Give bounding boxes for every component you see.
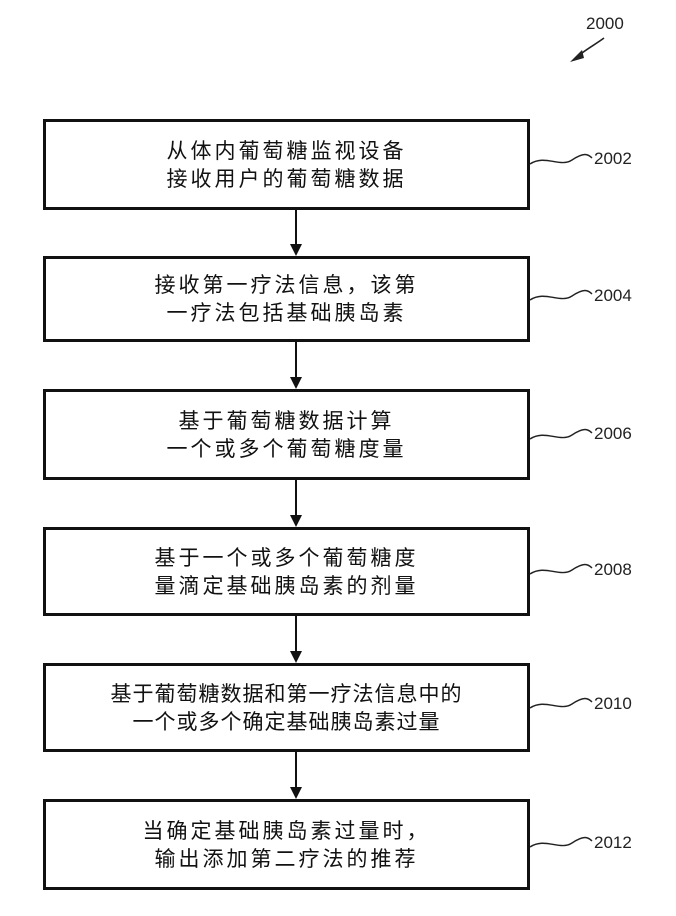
step-ref-2010: 2010 — [594, 694, 632, 714]
leader-line-2010 — [530, 699, 592, 709]
figure-ref-leader — [578, 38, 604, 56]
step-text: 接收第一疗法信息，该第 一疗法包括基础胰岛素 — [155, 271, 419, 327]
flow-arrow-1 — [290, 210, 302, 256]
step-box-2012: 当确定基础胰岛素过量时， 输出添加第二疗法的推荐 — [43, 799, 530, 890]
leader-line-2008 — [530, 565, 592, 575]
step-ref-2002: 2002 — [594, 149, 632, 169]
step-text: 基于葡萄糖数据和第一疗法信息中的 一个或多个确定基础胰岛素过量 — [111, 680, 463, 736]
step-ref-2012: 2012 — [594, 833, 632, 853]
leader-line-2002 — [530, 155, 592, 165]
step-ref-2004: 2004 — [594, 286, 632, 306]
leader-line-2012 — [530, 838, 592, 848]
leader-line-2004 — [530, 291, 592, 301]
step-box-2004: 接收第一疗法信息，该第 一疗法包括基础胰岛素 — [43, 256, 530, 342]
flow-arrow-5 — [290, 752, 302, 799]
flow-arrow-2 — [290, 342, 302, 389]
step-text: 基于一个或多个葡萄糖度 量滴定基础胰岛素的剂量 — [155, 544, 419, 600]
step-ref-2008: 2008 — [594, 560, 632, 580]
step-text: 基于葡萄糖数据计算 一个或多个葡萄糖度量 — [167, 407, 407, 463]
flow-arrow-4 — [290, 616, 302, 663]
flow-arrow-3 — [290, 480, 302, 527]
step-text: 从体内葡萄糖监视设备 接收用户的葡萄糖数据 — [167, 137, 407, 193]
figure-reference-number: 2000 — [586, 14, 624, 34]
step-box-2002: 从体内葡萄糖监视设备 接收用户的葡萄糖数据 — [43, 119, 530, 210]
step-box-2010: 基于葡萄糖数据和第一疗法信息中的 一个或多个确定基础胰岛素过量 — [43, 663, 530, 752]
step-box-2008: 基于一个或多个葡萄糖度 量滴定基础胰岛素的剂量 — [43, 527, 530, 616]
step-text: 当确定基础胰岛素过量时， 输出添加第二疗法的推荐 — [143, 817, 431, 873]
step-box-2006: 基于葡萄糖数据计算 一个或多个葡萄糖度量 — [43, 389, 530, 480]
leader-line-2006 — [530, 430, 592, 440]
step-ref-2006: 2006 — [594, 424, 632, 444]
figure-ref-arrowhead — [570, 50, 584, 62]
